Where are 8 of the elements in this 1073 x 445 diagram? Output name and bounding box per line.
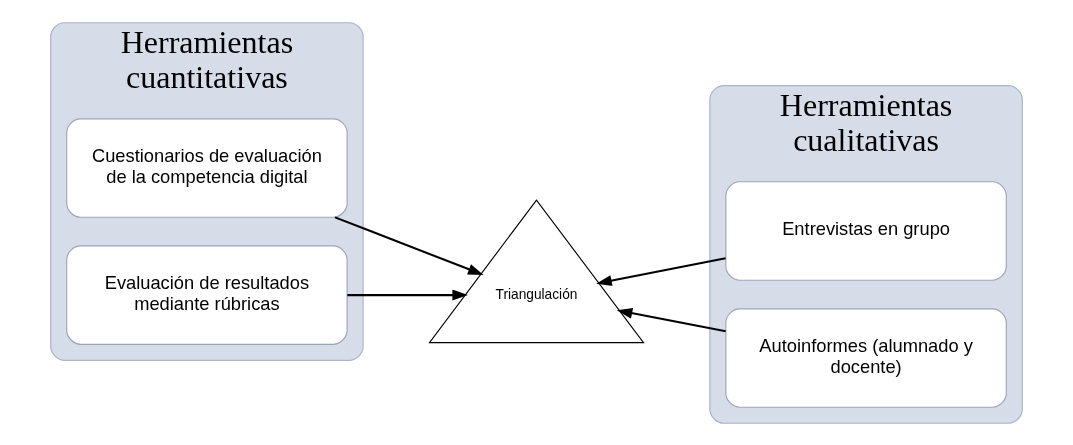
arrow bbox=[347, 289, 468, 301]
node-box: Entrevistas en grupo bbox=[725, 180, 1007, 281]
node-box: Cuestionarios de evaluación de la competencia digital bbox=[66, 117, 348, 218]
arrow bbox=[616, 307, 726, 332]
arrow bbox=[596, 256, 726, 286]
node-box: Evaluación de resultados mediante rúbricas bbox=[66, 244, 348, 345]
arrow bbox=[334, 215, 484, 275]
node-box: Autoinformes (alumnado y docente) bbox=[725, 307, 1007, 408]
